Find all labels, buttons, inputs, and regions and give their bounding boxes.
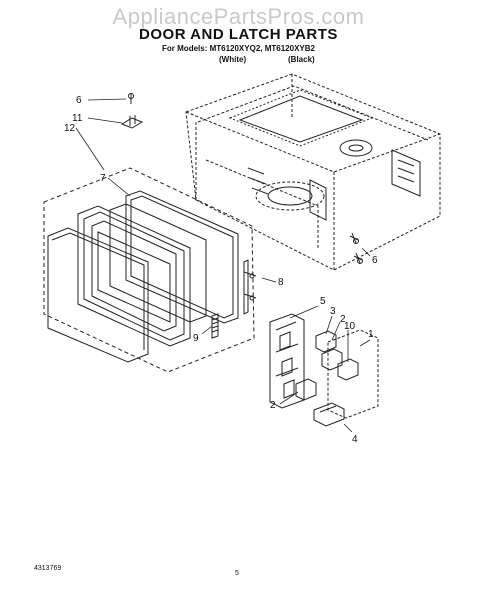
latch-housing (269, 313, 305, 409)
callout-labels: 6 11 12 7 8 9 6 5 3 2 10 1 2 4 (64, 95, 378, 445)
color-white-label: (White) (219, 55, 247, 64)
watermark: AppliancePartsPros.com (112, 4, 365, 29)
hinge-parts (120, 93, 144, 129)
color-black-label: (Black) (288, 55, 315, 64)
callout-2-bottom: 2 (270, 400, 276, 411)
interlock-switches (295, 330, 359, 401)
latch-lever (313, 402, 345, 427)
callout-10: 10 (344, 321, 356, 332)
switch-bracket-outline (327, 329, 379, 419)
diagram-title: DOOR AND LATCH PARTS (139, 26, 338, 43)
callout-8: 8 (278, 277, 284, 288)
document-number: 4313769 (34, 565, 62, 572)
callout-5: 5 (320, 296, 326, 307)
door-glass (109, 203, 207, 323)
model-numbers: For Models: MT6120XYQ2, MT6120XYB2 (162, 44, 315, 53)
callout-9: 9 (193, 333, 199, 344)
door-screws (349, 232, 363, 264)
callout-1: 1 (368, 329, 374, 340)
callout-11: 11 (72, 113, 83, 124)
door-assembly-outline (43, 167, 255, 373)
door-outer-panel (47, 227, 149, 363)
cavity-outline (185, 73, 441, 271)
page-number: 5 (235, 570, 239, 577)
cavity-details (228, 89, 421, 221)
latch-bar (243, 259, 257, 315)
door-frame (77, 205, 191, 347)
callout-4: 4 (352, 434, 358, 445)
latch-spring (211, 313, 219, 339)
callout-6-right: 6 (372, 255, 378, 266)
leader-lines (75, 98, 371, 433)
callout-6-top: 6 (76, 95, 82, 106)
callout-2-top: 2 (340, 314, 346, 325)
callout-12: 12 (64, 123, 76, 134)
door-seal (125, 190, 239, 324)
callout-7: 7 (100, 173, 106, 184)
callout-3: 3 (330, 306, 336, 317)
